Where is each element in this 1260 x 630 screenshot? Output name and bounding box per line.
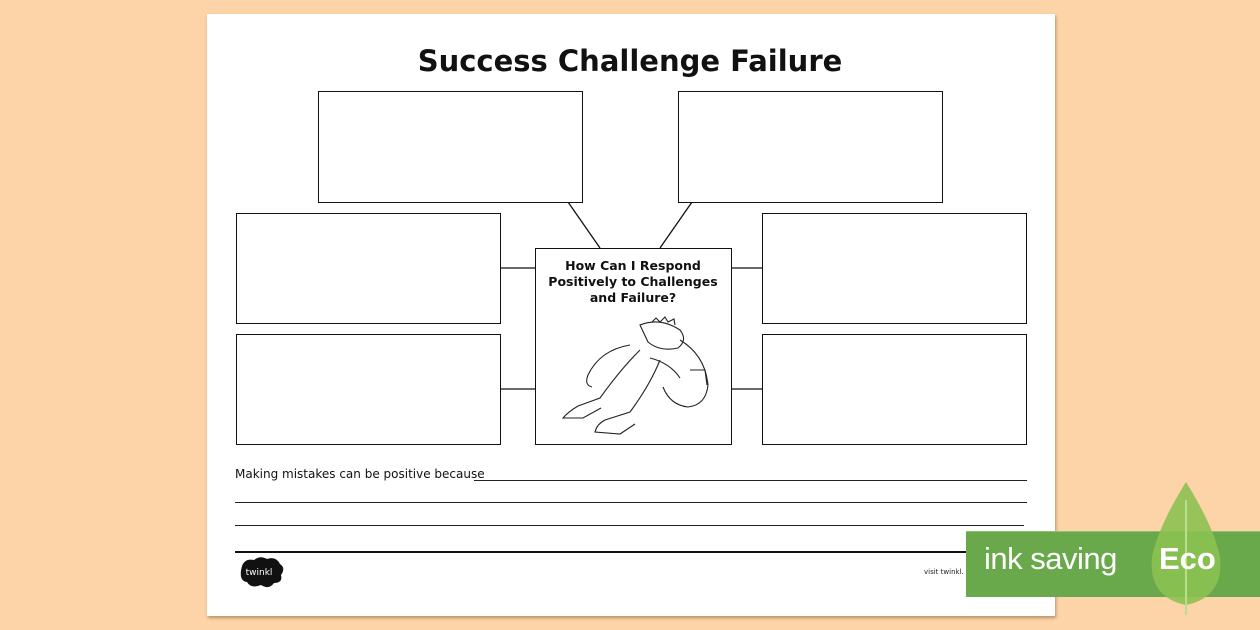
logo-text: twinkl [246, 568, 273, 578]
answer-box-bottom-right[interactable] [762, 334, 1027, 445]
center-question-box [535, 248, 732, 445]
center-question: How Can I Respond Positively to Challeng… [548, 258, 718, 305]
footer-visit-text: visit twinkl. [924, 568, 964, 576]
ink-saving-text: ink saving [984, 541, 1117, 576]
footer-divider [235, 551, 1030, 553]
writing-line-3[interactable] [235, 525, 1024, 526]
answer-box-middle-right[interactable] [762, 213, 1027, 324]
answer-box-bottom-left[interactable] [236, 334, 501, 445]
worksheet-title: Success Challenge Failure [417, 44, 843, 78]
answer-box-top-right[interactable] [678, 91, 943, 203]
eco-label: Eco [1159, 541, 1216, 576]
writing-line-1[interactable] [474, 480, 1027, 481]
answer-box-top-left[interactable] [318, 91, 583, 203]
prompt-text: Making mistakes can be positive because [235, 467, 485, 481]
writing-line-2[interactable] [235, 502, 1027, 503]
answer-box-middle-left[interactable] [236, 213, 501, 324]
